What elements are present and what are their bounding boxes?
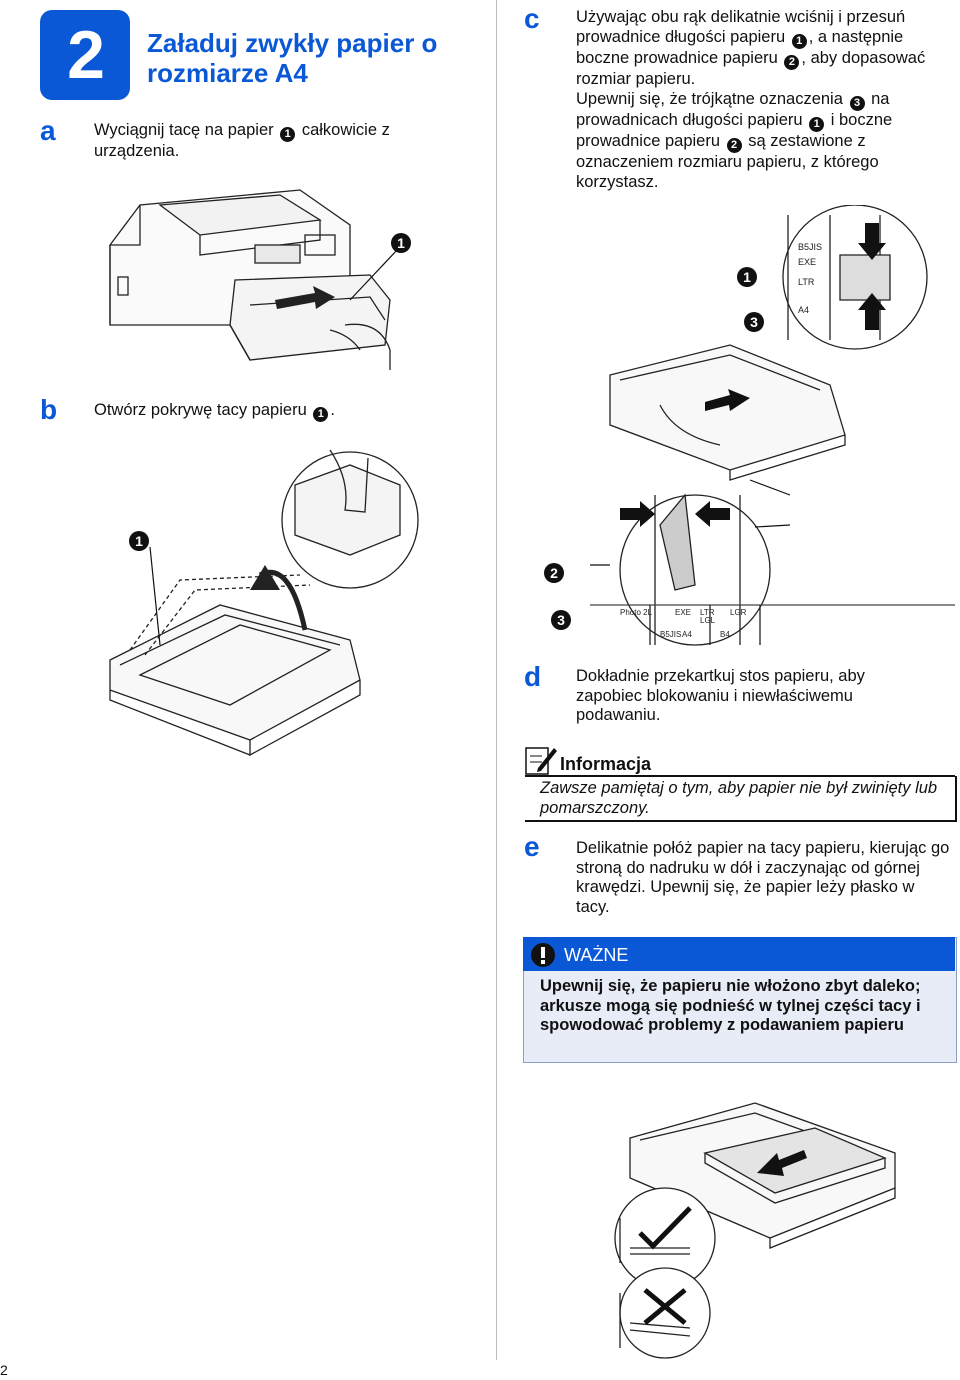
warning-header bbox=[523, 937, 955, 971]
step-e-letter: e bbox=[524, 831, 540, 862]
warning-text: Upewnij się, że papieru nie włożono zbyt… bbox=[540, 977, 921, 1034]
callout-1-printer: 1 bbox=[391, 233, 411, 253]
mark-ltr-2: LTR bbox=[700, 608, 715, 617]
mark-b4: B4 bbox=[720, 630, 730, 639]
mark-a4: A4 bbox=[798, 305, 809, 315]
step-e-text: Delikatnie połóż papier na tacy papieru,… bbox=[576, 839, 950, 916]
step-b-text: Otwórz pokrywę tacy papieru 1. bbox=[94, 401, 474, 422]
page-number: 2 bbox=[0, 1362, 8, 1378]
step-c-paragraph-1: Używając obu rąk delikatnie wciśnij i pr… bbox=[576, 8, 951, 89]
step-d-letter: d bbox=[524, 661, 542, 692]
callout-3-closeup: 3 bbox=[551, 610, 571, 630]
note-pencil-icon bbox=[525, 747, 557, 775]
step-c-paragraph-2: Upewnij się, że trójkątne oznaczenia 3 n… bbox=[576, 90, 951, 192]
step-a-text-1: Wyciągnij tacę na papier bbox=[94, 121, 274, 139]
mark-a4-2: A4 bbox=[682, 630, 692, 639]
note-box-border bbox=[525, 776, 957, 822]
mark-exe-2: EXE bbox=[675, 608, 691, 617]
page-title: Załaduj zwykły papier o rozmiarze A4 bbox=[147, 28, 438, 88]
step-c-p2-text-d: są zestawione z oznaczeniem rozmiaru pap… bbox=[576, 132, 879, 191]
open-tray-cover-illustration bbox=[109, 449, 419, 757]
step-b-text-1: Otwórz pokrywę tacy papieru bbox=[94, 401, 307, 419]
callout-1-inline: 1 bbox=[791, 33, 807, 49]
step-a-text: Wyciągnij tacę na papier 1 całkowicie z … bbox=[94, 121, 474, 162]
step-c-p2-text-c: i boczne prowadnice papieru bbox=[576, 111, 893, 150]
step-a-text-2: całkowicie z urządzenia. bbox=[94, 121, 390, 160]
column-divider bbox=[496, 0, 497, 1360]
step-c-p2-text-b: na prowadnicach długości papieru bbox=[576, 90, 890, 129]
step-c-p1-text-a: Używając obu rąk delikatnie wciśnij i pr… bbox=[576, 8, 906, 46]
paper-guides-illustration: B5JIS EXE LTR A4 Photo 2L EXE LTR LGL LG… bbox=[590, 205, 955, 646]
step-b-letter: b bbox=[40, 394, 58, 425]
mark-ltr: LTR bbox=[798, 277, 815, 287]
callout-1-inline: 1 bbox=[313, 407, 329, 422]
callout-3-inline: 3 bbox=[849, 96, 865, 111]
warning-exclamation-icon bbox=[531, 943, 555, 967]
step-a-letter: a bbox=[40, 115, 56, 146]
step-number-badge: 2 bbox=[40, 10, 130, 100]
step-c-p2-text-a: Upewnij się, że trójkątne oznaczenia bbox=[576, 90, 843, 108]
callout-1-inline: 1 bbox=[809, 117, 825, 132]
step-c-p1-text-b: , a następnie boczne prowadnice papieru bbox=[576, 27, 904, 67]
mark-lgr: LGR bbox=[730, 608, 747, 617]
callout-1-guides: 1 bbox=[737, 267, 757, 287]
printer-pull-tray-illustration bbox=[109, 189, 391, 370]
mark-b5jis-2: B5JIS bbox=[660, 630, 681, 639]
step-d-text: Dokładnie przekartkuj stos papieru, aby … bbox=[576, 667, 865, 724]
callout-2-guides: 2 bbox=[544, 563, 564, 583]
mark-photo-2l: Photo 2L bbox=[620, 608, 653, 617]
step-c-letter: c bbox=[524, 3, 540, 34]
callout-1-cover: 1 bbox=[129, 531, 149, 551]
callout-3-guides: 3 bbox=[744, 312, 764, 332]
warning-title: WAŻNE bbox=[564, 945, 629, 965]
callout-2-inline: 2 bbox=[726, 138, 742, 153]
callout-2-inline: 2 bbox=[784, 54, 800, 70]
load-paper-illustration bbox=[614, 1102, 896, 1359]
note-title: Informacja bbox=[560, 754, 652, 774]
note-header-line bbox=[525, 745, 955, 777]
callout-1-printer-leader bbox=[349, 248, 399, 301]
step-b-text-2: . bbox=[330, 401, 335, 419]
mark-exe: EXE bbox=[798, 257, 816, 267]
step-c-p1-text-c: , aby dopasować rozmiar papieru. bbox=[576, 48, 926, 88]
note-text: Zawsze pamiętaj o tym, aby papier nie by… bbox=[540, 779, 938, 817]
mark-b5jis: B5JIS bbox=[798, 242, 822, 252]
callout-1-inline: 1 bbox=[280, 127, 296, 142]
mark-lgl: LGL bbox=[700, 616, 716, 625]
